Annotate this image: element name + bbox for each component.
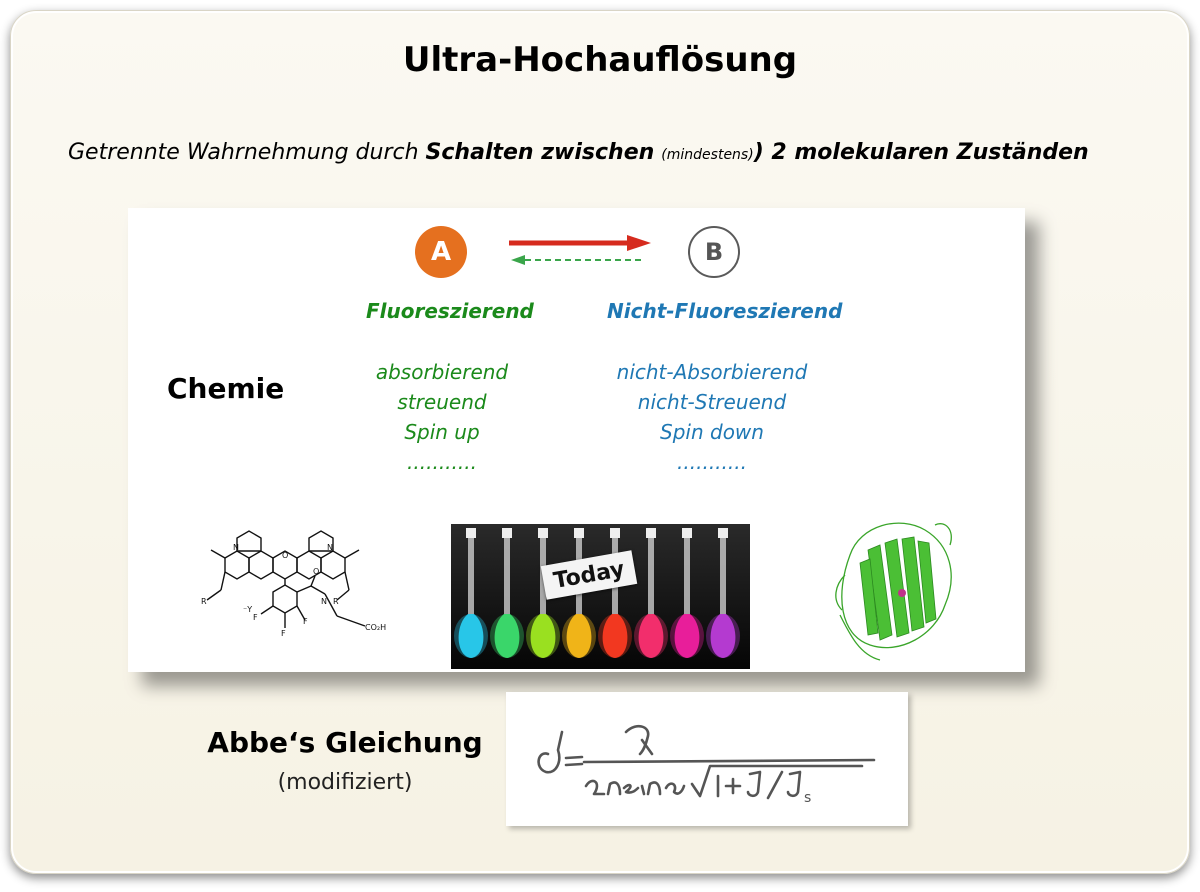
state-b-circle: B: [688, 226, 740, 278]
forward-arrow-head: [627, 235, 651, 251]
flask: [638, 614, 664, 658]
handwritten-formula: s: [537, 724, 876, 806]
svg-text:CO₂H: CO₂H: [365, 623, 386, 632]
state-b-item: ...........: [677, 450, 747, 474]
state-a-circle: A: [415, 226, 467, 278]
state-b-list: nicht-Absorbierend nicht-Streuend Spin d…: [587, 357, 837, 477]
slide-subtitle: Getrennte Wahrnehmung durch Schalten zwi…: [68, 140, 1168, 165]
flask: [602, 614, 628, 658]
svg-text:s: s: [804, 790, 811, 806]
flask-neck: [720, 534, 726, 614]
svg-text:F: F: [303, 617, 308, 626]
switch-arrows: [509, 235, 651, 265]
subtitle-part-2: Schalten zwischen: [425, 140, 655, 165]
svg-text:⁻Y: ⁻Y: [243, 605, 252, 614]
flask-neck: [504, 534, 510, 614]
state-b-heading: Nicht-Fluoreszierend: [607, 299, 843, 323]
flask-neck: [468, 534, 474, 614]
svg-text:F: F: [281, 629, 286, 638]
flask-stopper: [646, 528, 656, 538]
slide-title: Ultra-Hochauflösung: [402, 40, 798, 80]
flask-stopper: [538, 528, 548, 538]
flask-stopper: [466, 528, 476, 538]
abbe-equation-subheading: (modifiziert): [277, 770, 413, 795]
chemie-label: Chemie: [167, 372, 285, 405]
flask-neck: [648, 534, 654, 614]
protein-structure-image: [835, 522, 952, 661]
state-a-item: streuend: [397, 390, 487, 414]
subtitle-part-4: ) 2 molekularen Zuständen: [753, 140, 1089, 165]
formula-image: s: [506, 692, 908, 826]
flask-stopper: [682, 528, 692, 538]
state-a-heading: Fluoreszierend: [366, 299, 534, 323]
state-b-item: Spin down: [660, 420, 764, 444]
flask-stopper: [574, 528, 584, 538]
molecule-structure-image: N N O R R O N CO₂H F F F ⁻Y: [201, 530, 386, 638]
flask: [674, 614, 700, 658]
svg-text:O: O: [282, 551, 288, 560]
flask: [530, 614, 556, 658]
subtitle-part-3: (mindestens): [661, 147, 754, 163]
svg-text:F: F: [253, 613, 258, 622]
flask-stopper: [502, 528, 512, 538]
svg-text:N: N: [327, 543, 333, 552]
state-b-item: nicht-Streuend: [637, 390, 787, 414]
flask-neck: [684, 534, 690, 614]
flasks-drawing: [454, 528, 740, 658]
state-a-list: absorbierend streuend Spin up ..........…: [352, 357, 532, 477]
abbe-equation-heading: Abbe‘s Gleichung: [207, 726, 483, 759]
flask: [710, 614, 736, 658]
svg-text:R: R: [201, 597, 207, 606]
flask-stopper: [718, 528, 728, 538]
state-a-item: ...........: [407, 450, 477, 474]
fluorescent-flasks-photo: Today: [451, 524, 750, 669]
svg-text:R: R: [333, 597, 339, 606]
svg-text:O: O: [313, 567, 319, 576]
flask: [494, 614, 520, 658]
flask: [458, 614, 484, 658]
state-a-item: Spin up: [404, 420, 480, 444]
state-a-item: absorbierend: [375, 360, 509, 384]
svg-text:N: N: [321, 597, 327, 606]
subtitle-part-1: Getrennte Wahrnehmung durch: [68, 140, 426, 165]
svg-text:N: N: [233, 543, 239, 552]
state-b-item: nicht-Absorbierend: [616, 360, 808, 384]
flask: [566, 614, 592, 658]
flask-stopper: [610, 528, 620, 538]
back-arrow-head: [511, 255, 525, 265]
